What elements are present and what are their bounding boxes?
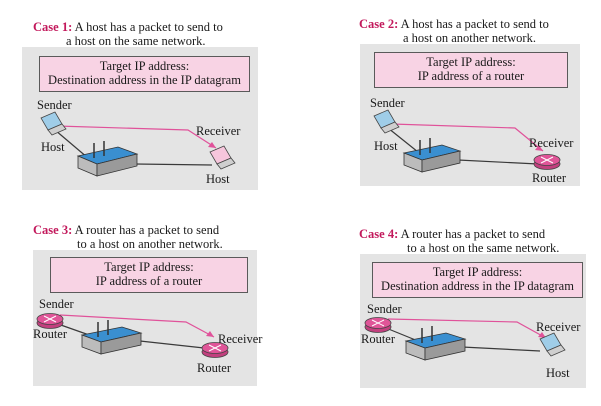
case-3-label: Case 3: [33,223,73,237]
case-1-arrow [56,125,217,149]
case-4-description-line1: A router has a packet to send [400,227,546,241]
case-3-link-receiver [139,340,205,349]
case-2-link-sender [387,127,419,153]
case-4-arrow [387,318,547,339]
case-3-header: Case 3: A router has a packet to send to… [33,223,223,251]
case-1-link-receiver [134,163,213,166]
case-4-description-line2: to a host on the same network. [407,241,560,255]
case-3-receiver-caption: Receiver [218,332,263,346]
case-1-receiver-device: Host [206,172,230,186]
case-3-receiver-device: Router [197,361,232,375]
case-3-description-line2: to a host on another network. [77,237,223,251]
case-1-description-line1: A host has a packet to send to [74,20,223,34]
router-icon [201,342,229,358]
case-2-receiver-caption: Receiver [529,136,574,150]
case-1-target-value: Destination address in the IP datagram [48,73,241,87]
router-icon [36,313,64,329]
case-4-receiver-device: Host [546,366,570,380]
case-2-sender-device: Host [374,139,398,153]
case-4-sender-caption: Sender [367,302,402,316]
router-icon [533,154,561,170]
case-4-link-sender [385,327,419,342]
case-1-description-line2: a host on the same network. [66,34,206,48]
laptop-icon [40,111,67,136]
case-1-sender-device: Host [41,140,65,154]
laptop-icon [539,332,566,357]
switch-icon [76,141,139,177]
case-3-arrowhead [206,331,214,337]
case-3-target-value: IP address of a router [95,274,203,288]
case-1-header: Case 1: A host has a packet to send to a… [33,20,223,48]
case-4-label: Case 4: [359,227,399,241]
laptop-icon [209,145,236,170]
case-2-target-value: IP address of a router [417,69,525,83]
case-2-arrow [391,123,544,152]
case-2-description-line2: a host on another network. [403,31,536,45]
case-1-target-box: Target IP address: Destination address i… [39,56,250,92]
case-1-link-sender [54,129,89,159]
case-2-target-title: Target IP address: [426,55,516,69]
case-4-target-box: Target IP address: Destination address i… [372,262,583,298]
case-1-sender-caption: Sender [37,98,72,112]
case-3-arrow [59,314,215,338]
case-4-arrowhead [538,332,546,338]
case-3-description-line1: A router has a packet to send [74,223,220,237]
switch-icon [402,138,462,173]
case-2-receiver-device: Router [532,171,567,185]
case-4-sender-device: Router [361,332,396,346]
case-3-sender-caption: Sender [39,297,74,311]
case-2-target-box: Target IP address: IP address of a route… [374,52,568,88]
router-icon [364,317,392,333]
case-3-target-title: Target IP address: [104,260,194,274]
case-4-header: Case 4: A router has a packet to send to… [359,227,559,255]
case-4-receiver-caption: Receiver [536,320,581,334]
laptop-icon [373,109,400,134]
case-4-target-value: Destination address in the IP datagram [381,279,574,293]
case-3-sender-device: Router [33,327,68,341]
case-2-header: Case 2: A host has a packet to send to a… [359,17,549,45]
case-2-arrowhead [535,145,543,151]
case-3-target-box: Target IP address: IP address of a route… [50,257,248,293]
case-2-sender-caption: Sender [370,96,405,110]
case-2-label: Case 2: [359,17,399,31]
switch-icon [80,320,143,355]
switch-icon [404,326,467,361]
case-2-description-line1: A host has a packet to send to [400,17,549,31]
case-1-arrowhead [208,142,216,148]
case-1-label: Case 1: [33,20,73,34]
case-1-target-title: Target IP address: [99,59,190,73]
case-2-link-receiver [457,159,539,165]
case-1-receiver-caption: Receiver [196,124,241,138]
case-4-target-title: Target IP address: [432,265,523,279]
case-4-link-receiver [461,346,541,352]
